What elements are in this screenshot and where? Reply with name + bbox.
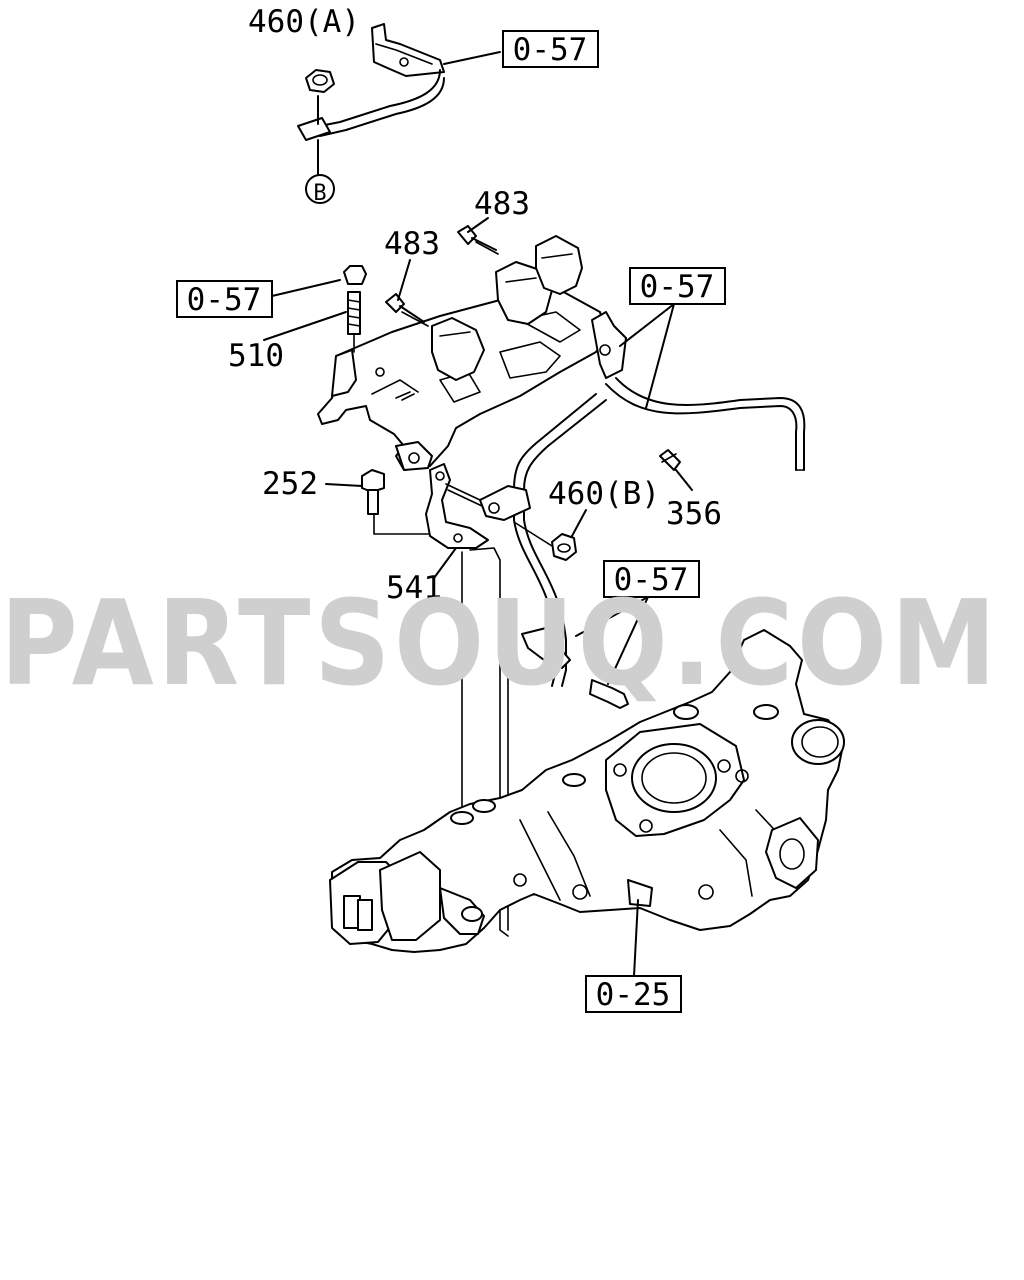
label-483-lower: 483 xyxy=(384,226,440,262)
ref-top-label: 0-57 xyxy=(513,32,588,68)
nut-510-cap-icon xyxy=(343,265,367,285)
pipe-clamp-icon xyxy=(479,485,531,521)
ref-box-right[interactable]: 0-57 xyxy=(629,267,726,305)
bracket-541-icon xyxy=(425,463,489,549)
label-356: 356 xyxy=(666,496,722,532)
nut-460b-icon xyxy=(551,533,577,561)
label-483-upper: 483 xyxy=(474,186,530,222)
label-541: 541 xyxy=(386,570,442,606)
ref-bottom-label: 0-25 xyxy=(596,977,671,1013)
stud-510-icon xyxy=(347,291,361,335)
label-ref-b: B xyxy=(313,181,326,206)
ref-left-label: 0-57 xyxy=(187,282,262,318)
bolt-flange-icon xyxy=(589,679,629,709)
ref-b-circle-icon xyxy=(305,174,335,204)
ref-box-top[interactable]: 0-57 xyxy=(502,30,599,68)
ref-box-left[interactable]: 0-57 xyxy=(176,280,273,318)
top-bracket-assembly xyxy=(297,23,501,204)
ref-middle-label: 0-57 xyxy=(614,562,689,598)
pipe-end-bracket-icon xyxy=(521,627,571,669)
solenoid-bracket-assembly xyxy=(317,235,627,471)
vacuum-hose xyxy=(513,377,806,687)
nut-460a-icon xyxy=(305,69,335,93)
ref-box-bottom[interactable]: 0-25 xyxy=(585,975,682,1013)
intake-manifold xyxy=(329,629,845,953)
ref-right-label: 0-57 xyxy=(640,269,715,305)
label-252: 252 xyxy=(262,466,318,502)
screw-483-upper-icon xyxy=(457,225,499,255)
bolt-252-icon xyxy=(361,469,385,515)
label-460b: 460(B) xyxy=(548,476,660,512)
watermark: PARTSOUQ.COM xyxy=(0,574,1000,712)
label-460a: 460(A) xyxy=(248,4,360,40)
ref-box-middle[interactable]: 0-57 xyxy=(603,560,700,598)
clip-356-icon xyxy=(659,449,681,471)
label-510: 510 xyxy=(228,338,284,374)
screw-483-lower-icon xyxy=(385,293,429,327)
